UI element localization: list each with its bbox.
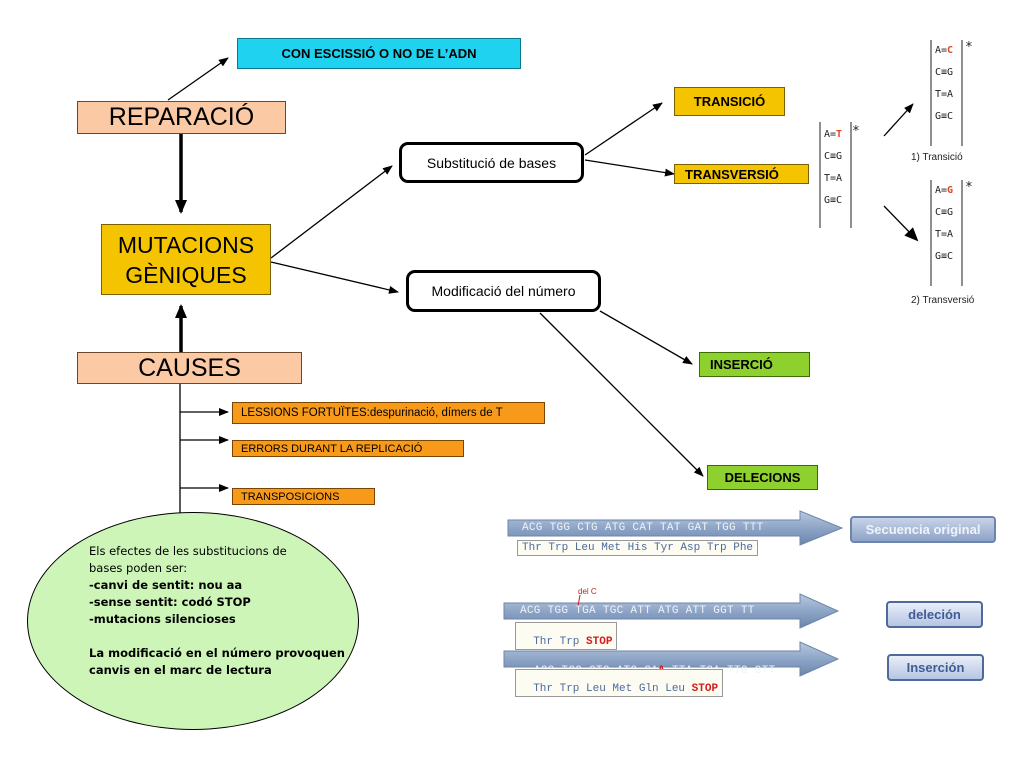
arrow-modificacio-delecions: [539, 312, 704, 477]
dna-top-row-2: C≡G: [935, 67, 954, 78]
dna-ladder-center: A=T * C≡G T=A G≡C: [824, 124, 860, 212]
node-reparacio-label: REPARACIÓ: [108, 103, 255, 131]
label-secuencia-original-text: Secuencia original: [865, 522, 981, 537]
del-c-pointer: [577, 594, 581, 607]
dna-bottom-row-3: T=A: [935, 229, 954, 240]
label-delecion-text: deleción: [908, 607, 961, 622]
dna-bottom-star: *: [965, 180, 973, 195]
note-text: Els efectes de les substitucions de base…: [89, 543, 359, 679]
dna-center-row-3: T=A: [824, 173, 843, 184]
dna-top-star: *: [965, 40, 973, 55]
note-line-6: La modificació en el número provoquen: [89, 646, 345, 660]
seq-deletion-aa-prefix: Thr Trp: [533, 636, 587, 648]
node-errors: ERRORS DURANT LA REPLICACIÓ: [232, 440, 464, 457]
node-substitucio-label: Substitució de bases: [426, 154, 557, 171]
node-lessions-head: LESSIONS: [241, 407, 302, 419]
node-lessions: LESSIONS FORTUÏTES:despurinació, dímers …: [232, 402, 545, 424]
dna-ladder-top: A=C * C≡G T=A G≡C: [935, 40, 973, 128]
node-escissio-label: CON ESCISSIÓ O NO DE L’ADN: [281, 46, 477, 61]
node-modificacio-label: Modificació del número: [431, 283, 576, 299]
note-line-5: -mutacions silencioses: [89, 612, 236, 626]
node-substitucio: Substitució de bases: [399, 142, 584, 183]
node-insercio: INSERCIÓ: [699, 352, 810, 377]
arrow-reparacio-escissio: [167, 57, 229, 101]
dna-ladder-bottom: A=G * C≡G T=A G≡C: [935, 180, 973, 268]
node-transversio: TRANSVERSIÓ: [674, 164, 809, 184]
seq-original-dna: ACG TGG CTG ATG CAT TAT GAT TGG TTT: [522, 522, 764, 534]
arrow-substitucio-transicio: [584, 102, 663, 156]
node-causes-label: CAUSES: [138, 353, 241, 382]
note-line-3: -canvi de sentit: nou aa: [89, 578, 243, 592]
node-transversio-label: TRANSVERSIÓ: [685, 166, 779, 182]
label-insercion: Inserción: [887, 654, 984, 681]
dna-top-row-1: A=C: [935, 45, 954, 56]
arrow-dna-transversio: [883, 205, 919, 242]
note-line-7: canvis en el marc de lectura: [89, 663, 272, 677]
seq-original-aa: Thr Trp Leu Met His Tyr Asp Trp Phe: [517, 540, 759, 556]
label-secuencia-original: Secuencia original: [850, 516, 996, 543]
seq-arrow-deletion: [503, 593, 840, 629]
node-mutacions-line1: MUTACIONS: [117, 231, 255, 258]
arrow-dna-transicio: [883, 103, 914, 137]
seq-arrow-original: [507, 510, 844, 546]
seq-insertion-aa-prefix: Thr Trp Leu Met Gln Leu: [533, 683, 692, 695]
node-transicio: TRANSICIÓ: [674, 87, 785, 116]
seq-deletion-dna: ACG TGG TGA TGC ATT ATG ATT GGT TT: [520, 605, 755, 617]
node-causes: CAUSES: [77, 352, 302, 384]
node-errors-label: ERRORS DURANT LA REPLICACIÓ: [241, 442, 423, 455]
seq-arrow-insertion: [503, 641, 840, 677]
dna-center-row-2: C≡G: [824, 151, 843, 162]
node-lessions-tail: FORTUÏTES:despurinació, dímers de T: [301, 407, 503, 419]
node-escissio: CON ESCISSIÓ O NO DE L’ADN: [237, 38, 521, 69]
note-line-2: bases poden ser:: [89, 561, 188, 575]
node-modificacio: Modificació del número: [406, 270, 601, 312]
dna-center-star: *: [852, 124, 860, 139]
node-transicio-label: TRANSICIÓ: [693, 94, 766, 109]
dna-bottom-row-1: A=G: [935, 185, 954, 196]
seq-insertion-aa-stop: STOP: [691, 683, 719, 695]
arrow-mutacions-modificacio: [270, 261, 399, 294]
dna-center-row-1: A=T: [824, 129, 843, 140]
dna-top-row-4: G≡C: [935, 111, 954, 122]
node-mutacions: MUTACIONS GÈNIQUES: [101, 224, 271, 295]
node-transposicions: TRANSPOSICIONS: [232, 488, 375, 505]
arrow-substitucio-transversio: [584, 159, 675, 177]
note-line-4: -sense sentit: codó STOP: [89, 595, 251, 609]
note-ellipse: [27, 512, 359, 730]
note-line-1: Els efectes de les substitucions de: [89, 544, 287, 558]
dna-caption-transicio: 1) Transició: [911, 152, 963, 163]
seq-insertion-aa: Thr Trp Leu Met Gln Leu STOP: [515, 669, 724, 697]
dna-top-row-3: T=A: [935, 89, 954, 100]
seq-deletion-aa: Thr Trp STOP: [515, 622, 618, 650]
node-delecions: DELECIONS: [707, 465, 818, 490]
node-reparacio: REPARACIÓ: [77, 101, 286, 134]
node-transposicions-label: TRANSPOSICIONS: [241, 490, 340, 503]
seq-deletion-aa-stop: STOP: [586, 636, 613, 648]
node-delecions-label: DELECIONS: [724, 470, 801, 485]
dna-center-row-4: G≡C: [824, 195, 843, 206]
dna-caption-transversio: 2) Transversió: [911, 295, 975, 306]
label-insercion-text: Inserción: [906, 660, 965, 675]
dna-bottom-row-4: G≡C: [935, 251, 954, 262]
arrow-mutacions-substitucio: [270, 165, 393, 259]
label-delecion: deleción: [886, 601, 983, 628]
del-c-marker: del C: [578, 587, 597, 596]
node-insercio-label: INSERCIÓ: [710, 357, 773, 372]
dna-bottom-row-2: C≡G: [935, 207, 954, 218]
arrow-modificacio-insercio: [599, 310, 693, 365]
node-mutacions-line2: GÈNIQUES: [125, 261, 247, 288]
